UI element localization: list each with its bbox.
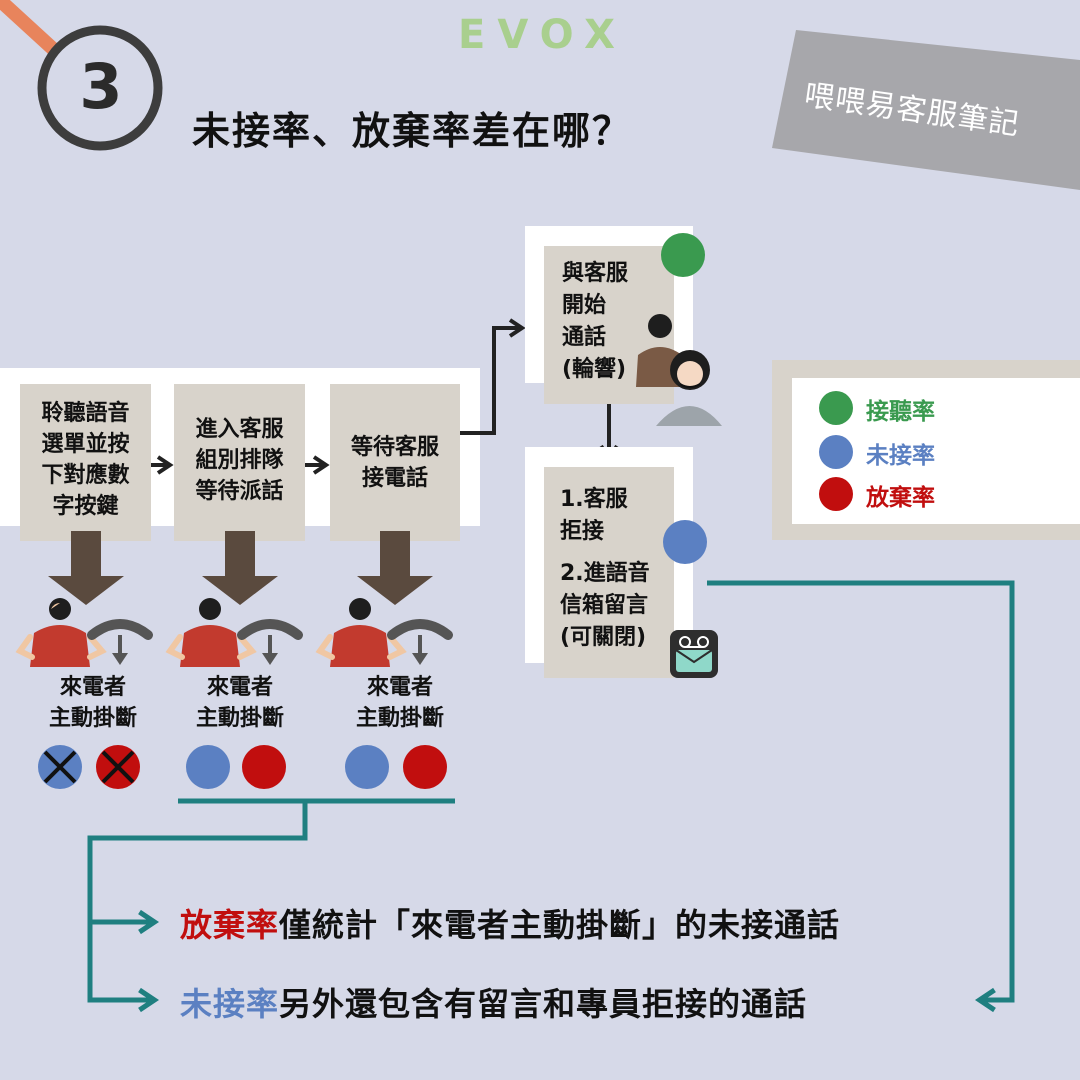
step-1-text: 聆聽語音 選單並按 下對應數 字按鍵 bbox=[41, 401, 130, 519]
answered-text: 與客服 開始 通話 (輪響) bbox=[562, 261, 629, 382]
summary-line-abandoned: 放棄率僅統計「來電者主動掛斷」的未接通話 bbox=[180, 900, 840, 946]
magnifier-icon bbox=[0, 0, 163, 151]
unanswered-item-1: 1.客服 拒接 bbox=[560, 487, 628, 544]
unanswered-item-2: 2.進語音 信箱留言 (可關閉) bbox=[560, 561, 650, 650]
answered-dot bbox=[661, 233, 705, 277]
tape-label-bg bbox=[772, 30, 1080, 190]
legend-label-unanswered: 未接率 bbox=[866, 443, 935, 469]
caller-hangup-label-2: 來電者 主動掛斷 bbox=[195, 675, 284, 731]
step-box-2 bbox=[174, 384, 305, 541]
brand-logo: EVOX bbox=[458, 12, 627, 58]
status-dots bbox=[38, 745, 447, 789]
summary-line-unanswered: 未接率另外還包含有留言和專員拒接的通話 bbox=[180, 979, 807, 1025]
summary-text-abandoned: 僅統計「來電者主動掛斷」的未接通話 bbox=[279, 906, 841, 944]
caller-hangup-label-3: 來電者 主動掛斷 bbox=[355, 675, 444, 731]
unanswered-box bbox=[544, 467, 674, 678]
step-2-text: 進入客服 組別排隊 等待派話 bbox=[195, 417, 284, 504]
unanswered-dot bbox=[663, 520, 707, 564]
step-box-3 bbox=[330, 384, 460, 541]
summary-highlight-unanswered: 未接率 bbox=[180, 985, 280, 1023]
down-arrows bbox=[48, 531, 433, 605]
step-3-text: 等待客服 接電話 bbox=[350, 435, 439, 491]
caller-icons bbox=[15, 598, 453, 667]
voicemail-icon bbox=[670, 630, 718, 678]
summary-highlight-abandoned: 放棄率 bbox=[180, 906, 280, 944]
summary-text-unanswered: 另外還包含有留言和專員拒接的通話 bbox=[279, 985, 808, 1023]
agent-icons bbox=[636, 314, 722, 426]
teal-connector-right bbox=[707, 580, 1015, 1013]
teal-connector-left bbox=[87, 801, 308, 1013]
arrow-to-answered bbox=[460, 318, 526, 435]
legend-label-answered: 接聽率 bbox=[866, 399, 935, 425]
legend-label-abandoned: 放棄率 bbox=[866, 485, 935, 511]
caller-hangup-label-1: 來電者 主動掛斷 bbox=[48, 675, 137, 731]
step-box-1 bbox=[20, 384, 151, 541]
legend-dot-abandoned bbox=[819, 477, 853, 511]
legend-dot-answered bbox=[819, 391, 853, 425]
step-number: 3 bbox=[79, 50, 123, 123]
legend-dot-unanswered bbox=[819, 435, 853, 469]
page-title: 未接率、放棄率差在哪？ bbox=[192, 109, 633, 153]
